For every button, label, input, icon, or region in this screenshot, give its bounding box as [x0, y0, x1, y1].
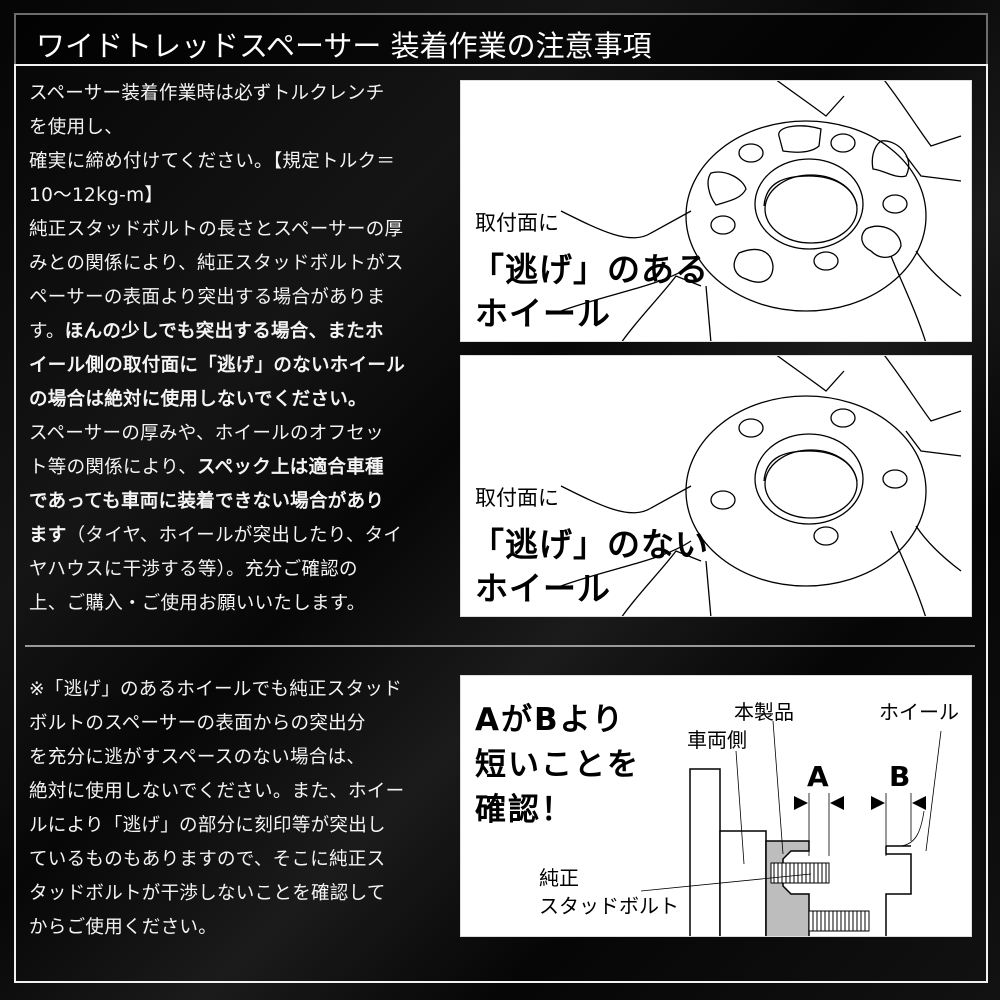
plain-text: を使用し、 — [29, 117, 124, 138]
panel-clearance-diagram: AがBより 短いことを 確認！ 本製品 車両側 ホイール 純正 スタッドボルト … — [460, 675, 972, 937]
panel-wheel-with-relief: 取付面に 「逃げ」のある ホイール — [460, 80, 972, 342]
text-line: 絶対に使用しないでください。また、ホイー — [29, 781, 405, 802]
label-stud-1: 純正 — [539, 866, 579, 890]
plain-text: す。 — [29, 321, 65, 342]
page-title: ワイドトレッドスペーサー 装着作業の注意事項 — [36, 29, 652, 63]
text-line: ボルトのスペーサーの表面からの突出分 — [29, 713, 366, 734]
label-product: 本製品 — [734, 700, 794, 724]
text-line: であっても車両に装着できない場合があり — [29, 485, 405, 519]
plain-text: ペーサーの表面より突出する場合がありま — [29, 287, 386, 308]
header-bar: ワイドトレッドスペーサー 装着作業の注意事項 — [14, 13, 988, 66]
diagram-headline-2: 短いことを — [475, 747, 640, 783]
text-line: を充分に逃がすスペースのない場合は、 — [29, 747, 366, 768]
text-line: からご使用ください。 — [29, 917, 218, 938]
emphasis-text: スペック上は適合車種 — [197, 457, 384, 478]
plain-text: （タイヤ、ホイールが突出したり、タイ — [66, 525, 403, 546]
emphasis-text: の場合は絶対に使用しないでください。 — [29, 389, 367, 410]
text-line: スペーサー装着作業時は必ずトルクレンチ — [29, 77, 405, 111]
plain-text: 上、ご購入・ご使用お願いいたします。 — [29, 593, 366, 614]
text-line: ます（タイヤ、ホイールが突出したり、タイ — [29, 519, 405, 553]
plain-text: 10〜12kg-m】 — [29, 185, 164, 206]
emphasis-text: であっても車両に装着できない場合があり — [29, 491, 385, 512]
text-line: 純正スタッドボルトの長さとスペーサーの厚 — [29, 213, 405, 247]
text-line: タッドボルトが干渉しないことを確認して — [29, 883, 386, 904]
spacer-with-relief-illustration — [560, 81, 962, 341]
diagram-headline-3: 確認！ — [475, 792, 574, 828]
text-line: 上、ご購入・ご使用お願いいたします。 — [29, 587, 405, 621]
relief-warning-text: ※「逃げ」のあるホイールでも純正スタッドボルトのスペーサーの表面からの突出分を充… — [29, 673, 404, 945]
label-stud-2: スタッドボルト — [539, 894, 679, 918]
text-line: ペーサーの表面より突出する場合がありま — [29, 281, 405, 315]
torque-instructions-text: スペーサー装着作業時は必ずトルクレンチを使用し、確実に締め付けてください。【規定… — [29, 77, 405, 621]
plain-text: スペーサー装着作業時は必ずトルクレンチ — [29, 83, 385, 104]
emphasis-text: イール側の取付面に「逃げ」のないホイール — [29, 355, 406, 376]
text-line: スペーサーの厚みや、ホイールのオフセッ — [29, 417, 405, 451]
panel1-big-label-2: ホイール — [475, 294, 611, 333]
panel2-big-label-2: ホイール — [475, 569, 611, 608]
text-line: を使用し、 — [29, 111, 405, 145]
text-line: す。ほんの少しでも突出する場合、またホ — [29, 315, 405, 349]
text-line: ヤハウスに干渉する等）。充分ご確認の — [29, 553, 405, 587]
dimension-b-label: B — [889, 760, 911, 793]
spacer-without-relief-illustration — [560, 356, 962, 616]
emphasis-text: ます — [29, 525, 67, 546]
text-line: 確実に締め付けてください。【規定トルク＝ — [29, 145, 405, 179]
plain-text: ヤハウスに干渉する等）。充分ご確認の — [29, 559, 358, 580]
text-line: ているものもありますので、そこに純正ス — [29, 849, 386, 870]
text-line: みとの関係により、純正スタッドボルトがス — [29, 247, 405, 281]
panel1-small-label: 取付面に — [475, 211, 559, 235]
plain-text: みとの関係により、純正スタッドボルトがス — [29, 253, 404, 274]
text-line: 10〜12kg-m】 — [29, 179, 405, 213]
text-line: ト等の関係により、スペック上は適合車種 — [29, 451, 405, 485]
text-line: ※「逃げ」のあるホイールでも純正スタッド — [29, 679, 403, 700]
panel1-big-label-1: 「逃げ」のある — [471, 250, 709, 289]
panel2-small-label: 取付面に — [475, 486, 559, 510]
plain-text: 確実に締め付けてください。【規定トルク＝ — [29, 151, 396, 172]
text-line: の場合は絶対に使用しないでください。 — [29, 383, 405, 417]
cross-section-diagram — [640, 720, 942, 936]
section-divider — [25, 645, 975, 647]
diagram-headline-1: AがBより — [475, 702, 625, 738]
plain-text: 純正スタッドボルトの長さとスペーサーの厚 — [29, 219, 404, 240]
text-line: イール側の取付面に「逃げ」のないホイール — [29, 349, 405, 383]
emphasis-text: ほんの少しでも突出する場合、またホ — [64, 321, 384, 342]
plain-text: ト等の関係により、 — [29, 457, 198, 478]
label-vehicle-side: 車両側 — [687, 728, 747, 752]
dimension-a-label: A — [807, 760, 829, 793]
panel-wheel-without-relief: 取付面に 「逃げ」のない ホイール — [460, 355, 972, 617]
plain-text: スペーサーの厚みや、ホイールのオフセッ — [29, 423, 384, 444]
panel2-big-label-1: 「逃げ」のない — [471, 525, 709, 564]
label-wheel: ホイール — [879, 700, 959, 724]
text-line: ルにより「逃げ」の部分に刻印等が突出し — [29, 815, 386, 836]
